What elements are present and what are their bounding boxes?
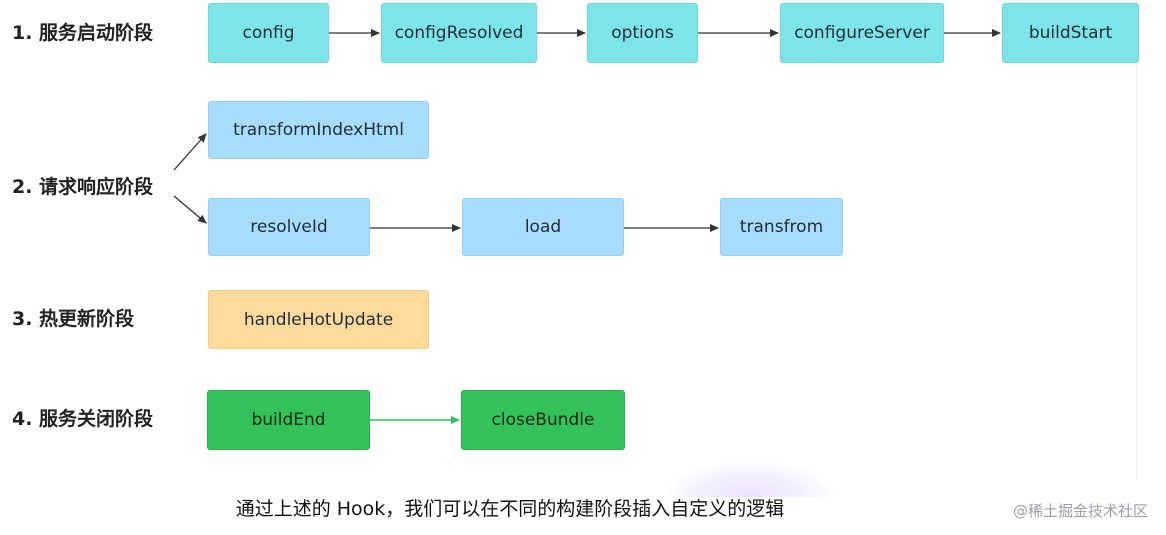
node-buildStart: buildStart (1002, 3, 1139, 63)
decorative-glow (668, 462, 833, 497)
arrow-phase2-to-transformIndexHtml (173, 133, 207, 171)
phase-label-startup: 1. 服务启动阶段 (12, 22, 154, 44)
node-resolveId: resolveId (208, 198, 370, 256)
video-subtitle: 通过上述的 Hook，我们可以在不同的构建阶段插入自定义的逻辑 (235, 498, 785, 520)
node-options: options (587, 3, 698, 63)
node-buildEnd: buildEnd (207, 390, 370, 450)
phase-label-hotupdate: 3. 热更新阶段 (12, 308, 135, 330)
node-configResolved: configResolved (381, 3, 537, 63)
node-config: config (208, 3, 329, 63)
phase-label-request: 2. 请求响应阶段 (12, 176, 154, 198)
node-configureServer: configureServer (780, 3, 944, 63)
watermark: @稀土掘金技术社区 (1012, 502, 1148, 520)
right-edge-divider (1136, 0, 1138, 480)
node-handleHotUpdate: handleHotUpdate (208, 290, 429, 349)
node-transfrom: transfrom (720, 198, 843, 256)
arrow-phase2-to-resolveId (173, 195, 207, 224)
node-closeBundle: closeBundle (461, 390, 625, 450)
node-load: load (462, 198, 624, 256)
node-transformIndexHtml: transformIndexHtml (208, 101, 429, 159)
phase-label-shutdown: 4. 服务关闭阶段 (12, 408, 154, 430)
